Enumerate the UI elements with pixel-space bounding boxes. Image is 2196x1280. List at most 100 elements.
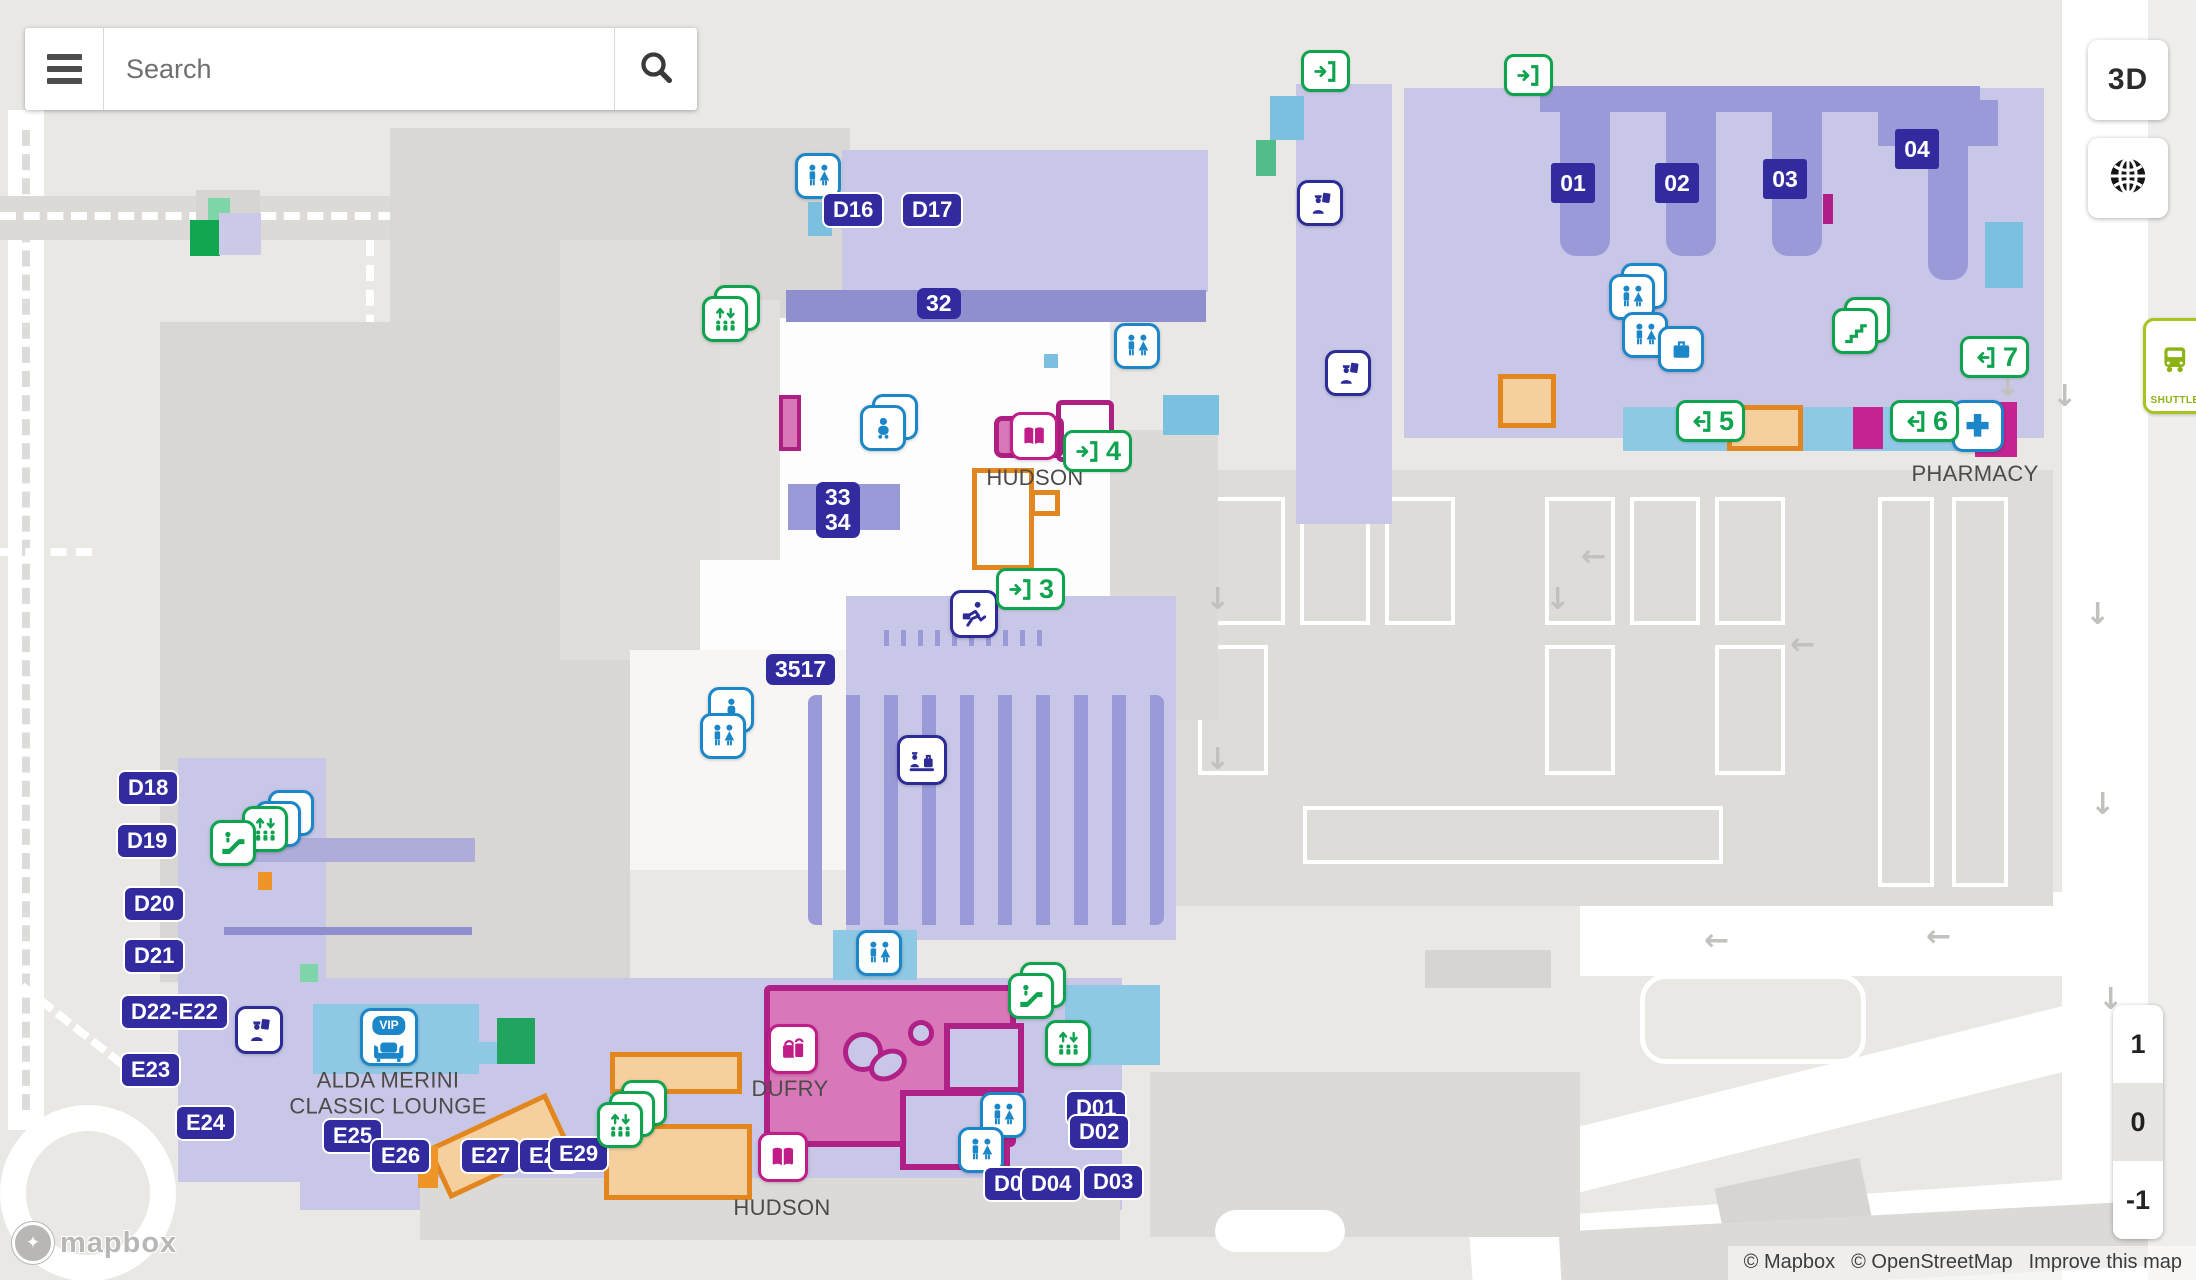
stand-label-03[interactable]: 03 [1763,159,1807,199]
entrance-7[interactable]: 7 [1960,336,2030,378]
service-label-33-34[interactable]: 33 34 [816,482,860,538]
gate-label-E23[interactable]: E23 [120,1052,182,1089]
d16-block [842,150,1208,292]
map-shape [224,927,472,935]
walkway-icon[interactable] [597,1102,643,1148]
gate-label-D02[interactable]: D02 [1068,1114,1131,1151]
entrance-door[interactable] [1301,50,1350,92]
stand-label-01[interactable]: 01 [1551,163,1595,203]
entrance-number: 3 [1039,573,1055,604]
restroom-icon[interactable] [795,153,841,199]
floor-selector: 1 0 -1 [2113,1005,2163,1239]
service-label-3517[interactable]: 3517 [766,654,836,685]
floor-button-1[interactable]: 1 [2113,1005,2163,1083]
road-arrow: ↓ [2090,787,2116,822]
floor-button-0[interactable]: 0 [2113,1083,2163,1161]
vip-icon[interactable]: VIP [360,1008,418,1066]
gate-label-D04[interactable]: D04 [1020,1166,1083,1203]
map-shape [190,220,220,256]
stand-label-02[interactable]: 02 [1655,163,1699,203]
map-shape [1163,395,1219,435]
gate-label-D19[interactable]: D19 [116,823,179,860]
globe-button[interactable] [2088,138,2168,218]
gate-label-D18[interactable]: D18 [117,770,180,807]
passport-icon[interactable] [1297,180,1343,226]
elevator-icon[interactable] [1045,1020,1091,1066]
store-label: ALDA MERINI CLASSIC LOUNGE [289,1067,487,1119]
search-icon [636,47,676,92]
store-label: HUDSON [733,1194,831,1220]
restroom-icon[interactable] [700,713,746,759]
passport-icon[interactable] [235,1006,283,1054]
map-shape [1270,96,1304,140]
restroom-icon[interactable] [958,1127,1004,1173]
mapbox-logo-word: mapbox [60,1226,178,1259]
road-horizontal [1580,892,2196,976]
entrance-arrow-icon [1312,58,1339,85]
gate-label-D17[interactable]: D17 [901,192,964,229]
gate-label-D03[interactable]: D03 [1082,1164,1145,1201]
runner-icon[interactable] [950,590,998,638]
security-icon[interactable] [897,735,947,785]
entrance-arrow-icon [1074,438,1101,465]
mapbox-logo[interactable]: ✦ mapbox [12,1222,177,1264]
entrance-door[interactable] [1504,54,1553,96]
gate-label-D21[interactable]: D21 [123,938,186,975]
gate-label-D20[interactable]: D20 [123,886,186,923]
gate-label-D22-E22[interactable]: D22-E22 [120,994,229,1031]
gate-label-E27[interactable]: E27 [460,1138,522,1175]
divider [103,28,104,110]
map-shape [779,395,801,451]
entrance-number: 6 [1933,405,1949,436]
map-shape [1715,497,1785,625]
gate-label-E26[interactable]: E26 [370,1138,432,1175]
map-shape [0,548,92,556]
map-shape [1545,645,1615,775]
entrance-5[interactable]: 5 [1676,400,1746,442]
map-shape [1640,974,1866,1064]
attribution-osm-link[interactable]: © OpenStreetMap [1851,1251,2013,1273]
restroom-icon[interactable] [856,930,902,976]
entrance-3[interactable]: 3 [996,568,1066,610]
service-label-32[interactable]: 32 [917,288,961,319]
entrance-arrow-icon [1687,408,1714,435]
map-shape [1823,194,1833,224]
map-shape [1385,497,1455,625]
attribution-improve-link[interactable]: Improve this map [2028,1251,2182,1273]
map-shape [1545,497,1615,625]
map-shape [258,872,272,890]
security-lanes [808,695,1164,925]
menu-icon[interactable] [25,28,103,110]
suitcase-icon[interactable] [1658,326,1704,372]
bags-icon[interactable] [768,1024,818,1074]
passport-icon[interactable] [1325,350,1371,396]
plus-icon[interactable] [1952,400,2004,452]
baby-icon[interactable] [860,405,906,451]
shuttle-label: SHUTTLE [2150,395,2196,406]
floor-button-minus1[interactable]: -1 [2113,1161,2163,1239]
view-3d-button[interactable]: 3D [2088,40,2168,120]
map-shape [300,964,318,982]
book-icon[interactable] [1010,412,1058,460]
walkway-icon[interactable] [702,296,748,342]
entrance-6[interactable]: 6 [1890,400,1960,442]
gate-label-E25[interactable]: E25 [322,1118,384,1155]
escalator-icon[interactable] [1008,973,1054,1019]
road-arrow: ↓ [2052,379,2078,414]
gate-label-E24[interactable]: E24 [175,1105,237,1142]
book-icon[interactable] [758,1132,808,1182]
entrance-number: 7 [2003,341,2019,372]
search-input[interactable] [104,53,614,85]
restroom-icon[interactable] [1114,323,1160,369]
shuttle-icon[interactable]: SHUTTLE [2143,318,2196,414]
gate-label-D16[interactable]: D16 [822,192,885,229]
entrance-4[interactable]: 4 [1063,430,1133,472]
stairs-icon[interactable] [1832,308,1878,354]
search-button[interactable] [615,28,697,110]
search-bar [25,28,697,110]
stand-label-04[interactable]: 04 [1895,129,1939,169]
map-shape [1256,140,1276,176]
attribution-mapbox-link[interactable]: © Mapbox [1743,1251,1836,1273]
escalator-icon[interactable] [210,820,256,866]
